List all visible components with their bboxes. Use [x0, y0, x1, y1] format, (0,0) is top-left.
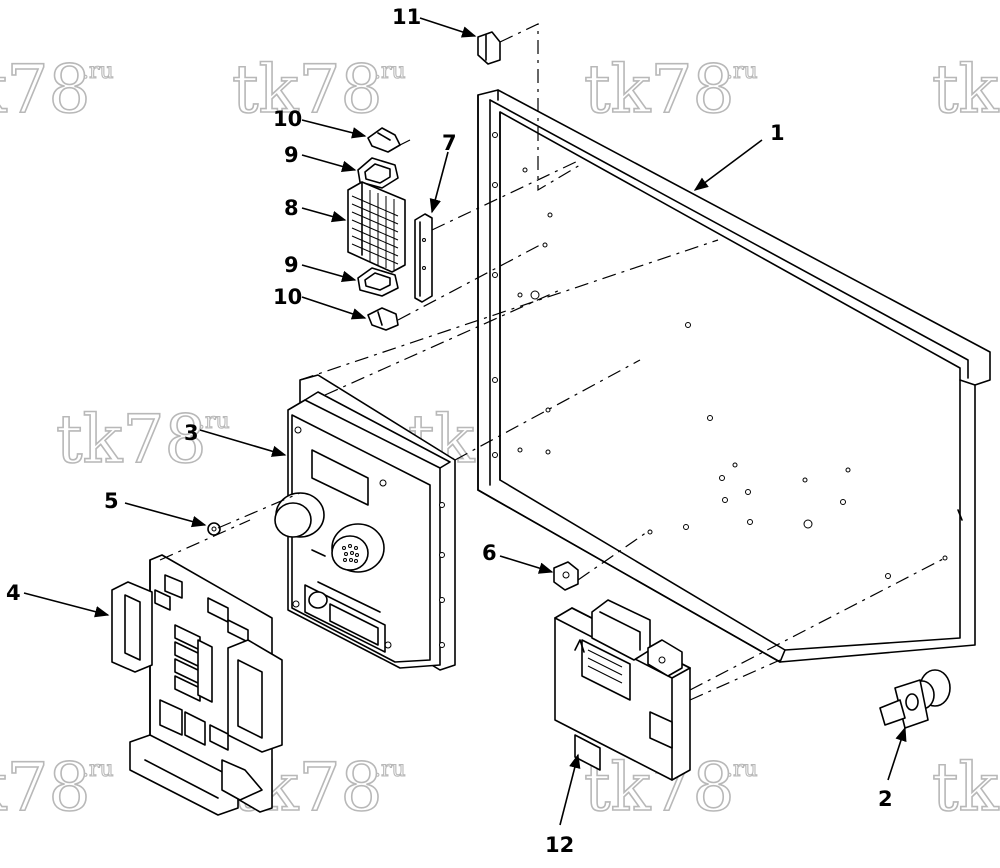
assembly-centerlines	[159, 23, 946, 701]
fitting-part-2	[879, 669, 951, 729]
connector-pins	[342, 544, 359, 563]
callout-10-bottom: 10	[273, 285, 302, 309]
callout-numbers: 1 2 3 4 5 6 7 8 9 9 10 10 11 12	[6, 5, 893, 857]
watermark-suffix: .ru	[82, 757, 114, 782]
watermark-4: tk78.ru	[931, 50, 1000, 129]
watermark-1: tk78.ru	[0, 50, 114, 129]
clip-part-10-bottom	[367, 307, 399, 331]
watermark-text: tk78	[584, 51, 735, 128]
standoff-part-5	[207, 522, 221, 536]
leader-lines	[23, 17, 907, 826]
clip-part-10-top	[367, 127, 401, 153]
watermark-text: tk78	[932, 749, 1000, 826]
frame-holes	[492, 132, 948, 579]
callout-9-bottom: 9	[284, 253, 299, 277]
watermark-suffix: .ru	[726, 757, 758, 782]
callout-12: 12	[545, 833, 574, 857]
watermark-suffix: .ru	[374, 757, 406, 782]
watermark-11: tk78.ru	[931, 748, 1000, 827]
callout-10-top: 10	[273, 107, 302, 131]
watermark-text: tk78	[0, 51, 91, 128]
seal-part-9-bottom	[357, 267, 399, 297]
watermark-3: tk78.ru	[583, 50, 758, 129]
callout-11: 11	[392, 5, 421, 29]
callout-4: 4	[6, 581, 21, 605]
watermark-8: tk78.ru	[0, 748, 114, 827]
watermark-text: tk78	[0, 749, 91, 826]
controller-housing-part-3	[274, 374, 456, 671]
clip-part-11	[477, 31, 501, 65]
watermark-2: tk78.ru	[231, 50, 406, 129]
callout-3: 3	[184, 421, 199, 445]
watermark-5: tk78.ru	[55, 400, 230, 479]
watermark-suffix: .ru	[82, 59, 114, 84]
din-rail-part-7	[414, 213, 433, 303]
watermark-text: tk78	[932, 51, 1000, 128]
clip-nut-part-6	[553, 561, 579, 591]
relay-stack	[174, 624, 213, 703]
mounting-frame-part-1	[477, 89, 991, 663]
callout-2: 2	[878, 787, 893, 811]
module-part-12	[554, 599, 691, 781]
callout-7: 7	[442, 131, 457, 155]
callout-6: 6	[482, 541, 497, 565]
callout-1: 1	[770, 121, 785, 145]
watermark-text: tk78	[56, 401, 207, 478]
callout-8: 8	[284, 196, 299, 220]
watermark-text: tk78	[232, 51, 383, 128]
callout-5: 5	[104, 489, 119, 513]
watermark-suffix: .ru	[726, 59, 758, 84]
watermark-suffix: .ru	[374, 59, 406, 84]
circuit-board-part-4	[111, 554, 283, 816]
seal-part-9-top	[357, 157, 399, 189]
callout-9-top: 9	[284, 143, 299, 167]
terminal-block-part-8	[347, 181, 406, 273]
